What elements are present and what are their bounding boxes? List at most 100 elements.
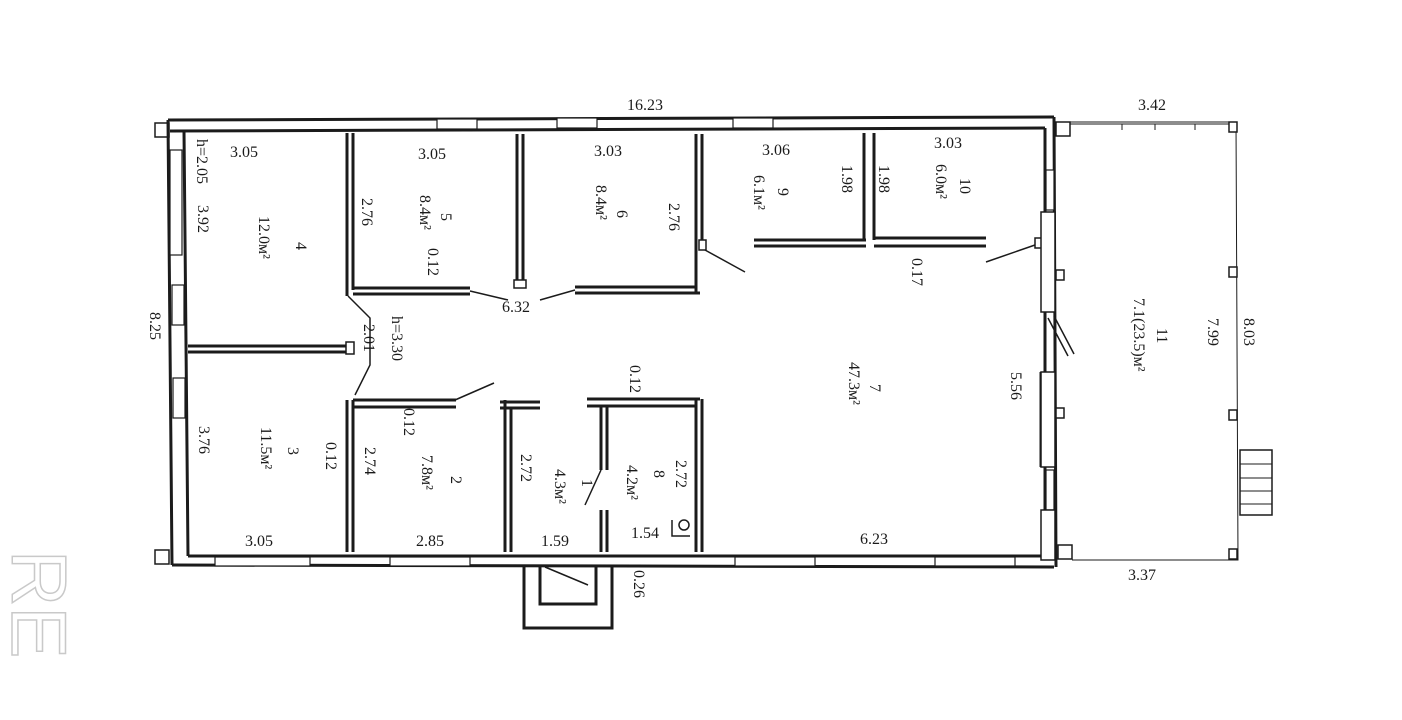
- room-label: 10 6.0м²: [932, 164, 973, 199]
- room-area: 6.0м²: [932, 164, 949, 199]
- window: [169, 149, 183, 256]
- dim-room1-side: 2.72: [517, 454, 534, 482]
- post: [1228, 409, 1238, 421]
- post: [1055, 269, 1065, 281]
- door-room10: [985, 244, 1036, 263]
- post: [1055, 407, 1065, 419]
- dimension-labels: 16.23 3.42 3.37 3.05 3.05 3.03 3.06 3.03…: [146, 97, 1257, 598]
- watermark: RE: [8, 549, 68, 659]
- room-area: 4.2м²: [623, 465, 640, 500]
- room-number: 1: [578, 479, 595, 487]
- room-label: 2 7.8м²: [418, 455, 464, 490]
- room-number: 3: [284, 447, 301, 455]
- room-area: 8.4м²: [416, 195, 433, 230]
- door-veranda: [1047, 315, 1075, 357]
- room-number: 9: [774, 188, 791, 196]
- post: [1228, 121, 1238, 133]
- window: [436, 118, 478, 130]
- room-number: 4: [292, 242, 309, 250]
- door-room9: [704, 249, 746, 273]
- dim-room10-side: 1.98: [875, 165, 892, 193]
- dim-corridor-side: 2.01: [360, 324, 377, 352]
- post: [1228, 548, 1238, 560]
- wall-segment: [1040, 509, 1056, 561]
- door-room1: [584, 469, 602, 506]
- room-labels: 4 12.0м² 5 8.4м² 6 8.4м² 9 6.1м² 10 6.0м…: [255, 164, 1170, 504]
- room-number: 7: [866, 384, 883, 392]
- wall-end: [345, 341, 355, 355]
- room-label: 1 4.3м²: [551, 469, 595, 504]
- window: [172, 377, 186, 419]
- room-area: 8.4м²: [592, 185, 609, 220]
- door-jamb: [698, 239, 707, 251]
- window: [171, 284, 185, 326]
- dim-top-total: 16.23: [627, 97, 663, 114]
- wall-segment: [1040, 371, 1056, 468]
- dim-room8-bottom: 1.54: [631, 525, 659, 542]
- room-area: 4.3м²: [551, 469, 568, 504]
- window: [732, 117, 774, 129]
- room-number: 5: [437, 213, 454, 221]
- watermark-text: RE: [8, 550, 68, 658]
- door-room6: [539, 289, 576, 301]
- room-number: 11: [1153, 328, 1170, 343]
- room-label: 7 47.3м²: [845, 362, 883, 405]
- doors: [454, 244, 1075, 586]
- dim-room2-side: 2.74: [361, 447, 378, 475]
- wall-end: [513, 279, 527, 289]
- dim-room2-wall: 0.12: [400, 408, 417, 436]
- window: [1045, 469, 1055, 511]
- veranda: [1055, 121, 1273, 561]
- dim-room8-side: 2.72: [672, 460, 689, 488]
- room-label: 8 4.2м²: [623, 465, 667, 500]
- room-area: 6.1м²: [750, 175, 767, 210]
- window: [389, 556, 471, 567]
- dim-corridor-height: h=3.30: [388, 316, 405, 361]
- corner-post-bottom-right: [1057, 544, 1073, 560]
- dim-room4-top: 3.05: [230, 144, 258, 161]
- room-number: 2: [447, 476, 464, 484]
- room-number: 6: [613, 210, 630, 218]
- dim-room3-side: 3.76: [195, 426, 212, 454]
- room-area: 11.5м²: [257, 427, 274, 470]
- window: [934, 556, 1016, 567]
- room-label: 4 12.0м²: [255, 216, 309, 259]
- door-room5: [469, 290, 509, 301]
- dim-room8-wall: 0.12: [626, 365, 643, 393]
- dim-veranda-bottom: 3.37: [1128, 567, 1156, 584]
- room-area: 7.1(23.5)м²: [1130, 298, 1147, 372]
- room-label: 11 7.1(23.5)м²: [1130, 298, 1170, 372]
- dim-room5-top: 3.05: [418, 146, 446, 163]
- room-number: 10: [956, 178, 973, 194]
- dim-veranda-outer: 8.03: [1240, 318, 1257, 346]
- dim-room6-top: 3.03: [594, 143, 622, 160]
- dim-room7-side: 5.56: [1007, 372, 1024, 400]
- window: [214, 556, 311, 567]
- windows: [169, 117, 1055, 567]
- room-area: 12.0м²: [255, 216, 272, 259]
- dim-room7-bottom: 6.23: [860, 531, 888, 548]
- room-label: 5 8.4м²: [416, 195, 454, 230]
- post: [1228, 266, 1238, 278]
- dim-room1-bottom: 1.59: [541, 533, 569, 550]
- dim-room10-top: 3.03: [934, 135, 962, 152]
- dim-room3-bottom: 3.05: [245, 533, 273, 550]
- room-label: 6 8.4м²: [592, 185, 630, 220]
- dim-hall-wall: 0.17: [908, 258, 925, 286]
- interior-walls: [188, 133, 1057, 630]
- room-area: 47.3м²: [845, 362, 862, 405]
- window: [1045, 169, 1055, 211]
- dim-room2-bottom: 2.85: [416, 533, 444, 550]
- dim-veranda-top: 3.42: [1138, 97, 1166, 114]
- window: [734, 556, 816, 567]
- room-label: 3 11.5м²: [257, 427, 301, 470]
- wall-segment: [1040, 211, 1056, 313]
- dim-entrance-wall: 0.26: [630, 570, 647, 598]
- dim-room3-wall: 0.12: [322, 442, 339, 470]
- corner-post-bottom-left: [154, 549, 170, 565]
- door-room2: [454, 382, 495, 401]
- corner-post-top-right: [1055, 121, 1071, 137]
- door-entrance: [544, 566, 589, 586]
- dim-room5-side: 2.76: [358, 198, 375, 226]
